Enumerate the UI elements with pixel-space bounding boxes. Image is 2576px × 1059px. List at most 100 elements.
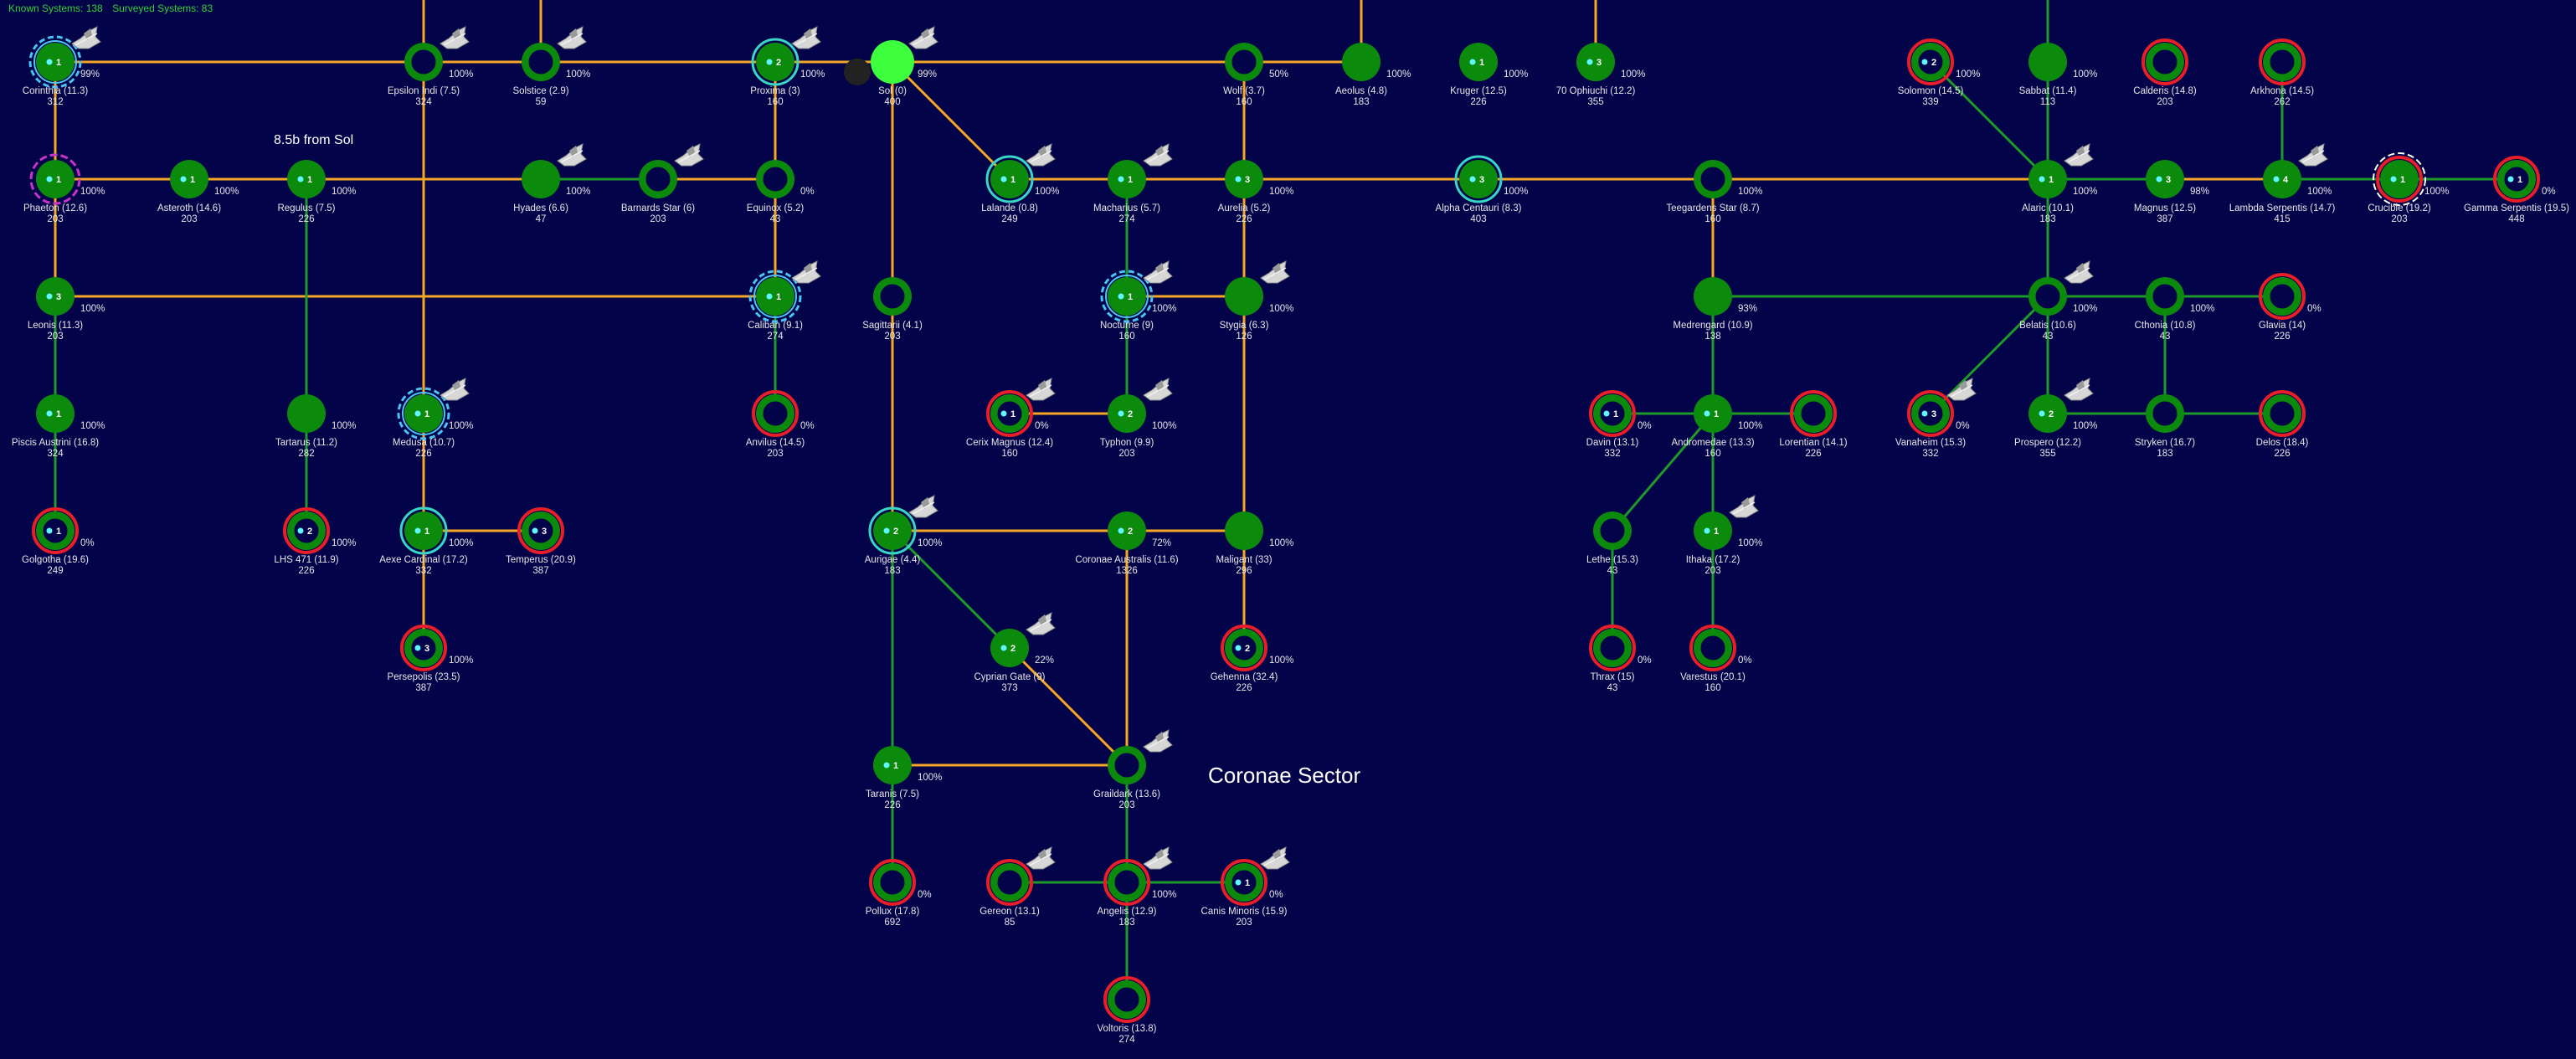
warship-icon[interactable] <box>71 26 101 49</box>
system-sagittarii[interactable]: Sagittarii (4.1)203 <box>862 277 923 342</box>
star-system-disc[interactable] <box>1108 512 1146 550</box>
system-calderis[interactable]: Calderis (14.8)203 <box>2133 39 2197 107</box>
warship-icon[interactable] <box>2064 378 2094 401</box>
warship-icon[interactable] <box>1946 378 1977 401</box>
warship-icon[interactable] <box>1026 846 1056 870</box>
warship-icon[interactable] <box>1026 378 1056 401</box>
star-system-disc[interactable] <box>1576 43 1615 81</box>
star-system-disc[interactable] <box>873 512 912 550</box>
warship-icon[interactable] <box>1260 846 1290 870</box>
star-system-disc[interactable] <box>36 43 75 81</box>
warship-icon[interactable] <box>1143 846 1173 870</box>
star-system-disc[interactable] <box>756 43 794 81</box>
system-barnards[interactable]: Barnards Star (6)203 <box>621 143 704 224</box>
star-system-disc[interactable] <box>522 160 560 198</box>
system-delos[interactable]: Delos (18.4)226 <box>2256 390 2309 459</box>
system-lorentian[interactable]: Lorentian (14.1)226 <box>1779 390 1848 459</box>
system-thrax[interactable]: Thrax (15)430% <box>1589 625 1652 693</box>
warship-icon[interactable] <box>1026 143 1056 167</box>
warship-icon[interactable] <box>2298 143 2328 167</box>
system-lethe[interactable]: Lethe (15.3)43 <box>1586 512 1638 576</box>
star-system-disc[interactable] <box>36 394 75 433</box>
star-system-disc[interactable] <box>1459 160 1498 198</box>
star-system-disc[interactable] <box>756 277 794 316</box>
warship-icon[interactable] <box>1143 260 1173 284</box>
star-system-disc[interactable] <box>990 629 1029 667</box>
warship-icon[interactable] <box>440 378 470 401</box>
star-system-disc[interactable] <box>404 394 443 433</box>
star-system-disc[interactable] <box>2263 160 2301 198</box>
warship-icon[interactable] <box>1143 143 1173 167</box>
star-system-disc[interactable] <box>36 277 75 316</box>
warship-icon[interactable] <box>1260 260 1290 284</box>
star-system-disc[interactable] <box>2380 160 2419 198</box>
system-equinox[interactable]: Equinox (5.2)430% <box>747 160 815 224</box>
star-system-disc[interactable] <box>1225 277 1263 316</box>
system-graildark[interactable]: Graildark (13.6)203 <box>1093 729 1173 810</box>
star-system-disc[interactable] <box>1108 394 1146 433</box>
warship-icon[interactable] <box>674 143 704 167</box>
warship-icon[interactable] <box>791 260 821 284</box>
warship-icon[interactable] <box>2064 260 2094 284</box>
star-system-disc[interactable] <box>2146 160 2184 198</box>
star-system-disc[interactable] <box>1694 277 1732 316</box>
star-system-disc[interactable] <box>1694 394 1732 433</box>
star-system-disc[interactable] <box>36 160 75 198</box>
star-system-disc[interactable] <box>1108 160 1146 198</box>
star-system-disc[interactable] <box>1225 160 1263 198</box>
star-system-disc[interactable] <box>2028 394 2067 433</box>
warship-icon[interactable] <box>791 26 821 49</box>
star-system-disc[interactable] <box>873 746 912 784</box>
warship-icon[interactable] <box>1143 378 1173 401</box>
star-system-disc[interactable] <box>2028 160 2067 198</box>
star-system-disc[interactable] <box>990 160 1029 198</box>
warship-icon[interactable] <box>557 26 587 49</box>
warship-icon[interactable] <box>1143 729 1173 753</box>
star-system-disc[interactable] <box>287 394 326 433</box>
star-system-disc[interactable] <box>1694 512 1732 550</box>
system-arkhona[interactable]: Arkhona (14.5)262 <box>2250 39 2314 107</box>
